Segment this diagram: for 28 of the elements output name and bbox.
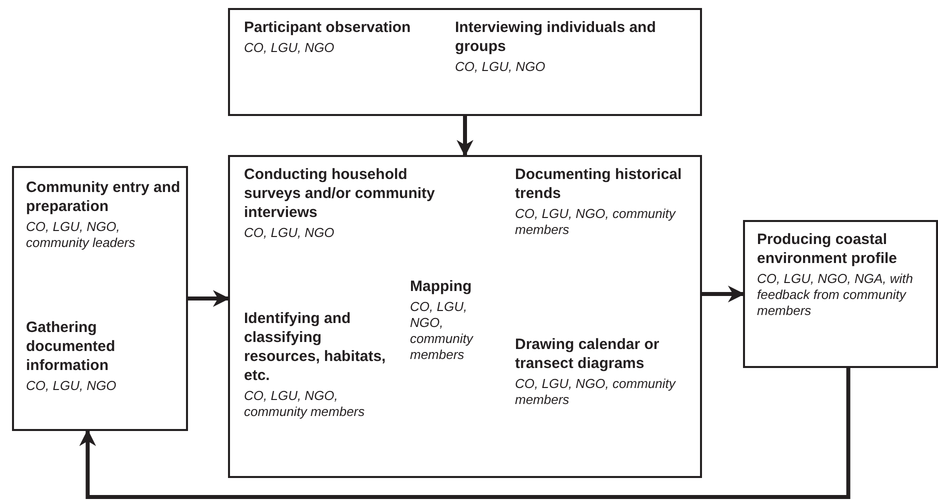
responsible-parties: CO, LGU, NGO, community members (244, 388, 366, 420)
responsible-parties: CO, LGU, NGO, community members (515, 376, 677, 408)
responsible-parties: CO, LGU, NGO, NGA, with feedback from community members (757, 271, 914, 319)
responsible-parties: CO, LGU, NGO, community members (515, 206, 677, 238)
process-box (12, 166, 188, 431)
arrow (79, 368, 850, 499)
responsible-parties: CO, LGU, NGO (244, 40, 336, 56)
step-title: Documenting historical trends (515, 165, 683, 203)
step-title: Participant observation (244, 18, 412, 37)
process-box (228, 8, 702, 116)
step-title: Gathering documented information (26, 318, 116, 375)
responsible-parties: CO, LGU, NGO (455, 59, 546, 75)
step-title: Producing coastal environment profile (757, 230, 898, 268)
process-box (228, 155, 702, 478)
responsible-parties: CO, LGU, NGO, community members (410, 299, 474, 363)
step-title: Mapping (410, 277, 473, 296)
responsible-parties: CO, LGU, NGO, community leaders (26, 219, 136, 251)
responsible-parties: CO, LGU, NGO (244, 225, 336, 241)
process-box (743, 220, 938, 368)
step-title: Interviewing individuals and groups (455, 18, 657, 56)
step-title: Community entry and preparation (26, 178, 182, 216)
responsible-parties: CO, LGU, NGO (26, 378, 118, 394)
arrow (702, 286, 745, 302)
step-title: Drawing calendar or transect diagrams (515, 335, 660, 373)
step-title: Conducting household surveys and/or community interviews (244, 165, 436, 222)
step-title: Identifying and classifying resources, habitats, etc. (244, 309, 387, 385)
arrow (456, 116, 474, 157)
arrow (188, 290, 230, 307)
